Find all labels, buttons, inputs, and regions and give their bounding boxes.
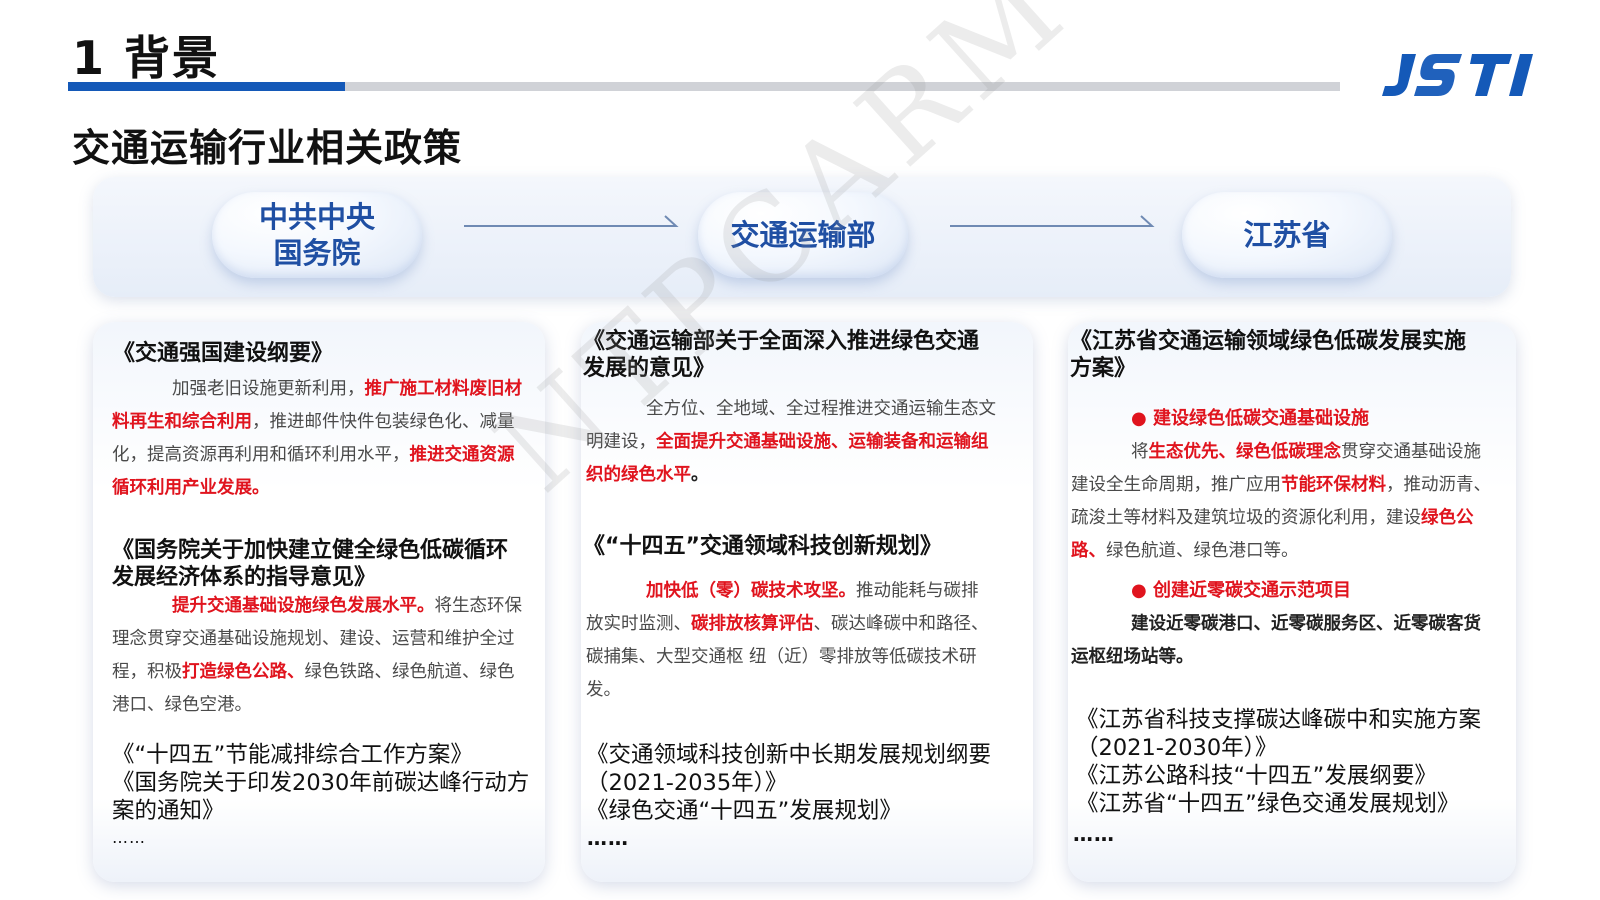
bullet-heading: ● 创建近零碳交通示范项目 [1131, 580, 1351, 601]
org-pill-central-committee: 中共中央国务院 [212, 192, 422, 278]
related-docs-list: 《交通领域科技创新中长期发展规划纲要（2021-2035年）》《绿色交通“十四五… [586, 742, 992, 824]
more-ellipsis: …… [587, 826, 629, 850]
related-docs-list: 《江苏省科技支撑碳达峰碳中和实施方案（2021-2030年）》《江苏公路科技“十… [1076, 707, 1482, 817]
doc-body: 加强老旧设施更新利用，推广施工材料废旧材 料再生和综合利用，推进邮件快件包装绿色… [112, 379, 522, 498]
doc-body: 提升交通基础设施绿色发展水平。将生态环保 理念贯穿交通基础设施规划、建设、运营和… [112, 596, 522, 715]
policy-card-jiangsu [1068, 322, 1516, 882]
doc-title: 《江苏省交通运输领域绿色低碳发展实施方案》 [1070, 329, 1467, 381]
title-underline-accent [68, 82, 345, 91]
doc-title: 《交通运输部关于全面深入推进绿色交通发展的意见》 [583, 329, 980, 381]
org-pill-jiangsu: 江苏省 [1182, 192, 1392, 278]
arrow-right-icon [464, 215, 679, 227]
arrow-right-icon [950, 215, 1155, 227]
doc-body: 将生态优先、绿色低碳理念贯穿交通基础设施 建设全生命周期，推广应用节能环保材料，… [1071, 442, 1491, 561]
org-pill-label: 中共中央 [258, 200, 375, 234]
doc-body: 全方位、全地域、全过程推进交通运输生态文 明建设，全面提升交通基础设施、运输装备… [586, 399, 996, 485]
org-pill-label: 国务院 [273, 236, 361, 270]
doc-body: 加快低（零）碳技术攻坚。推动能耗与碳排 放实时监测、碳排放核算评估、碳达峰碳中和… [586, 581, 989, 700]
page-subtitle: 交通运输行业相关政策 [72, 126, 463, 170]
doc-body: 建设近零碳港口、近零碳服务区、近零碳客货 运枢纽场站等。 [1071, 614, 1481, 667]
section-title: 1 背景 [72, 31, 221, 85]
org-pill-label: 江苏省 [1243, 218, 1331, 252]
bullet-heading: ● 建设绿色低碳交通基础设施 [1131, 408, 1369, 429]
policy-card-ministry [581, 322, 1033, 882]
doc-title: 《“十四五”交通领域科技创新规划》 [583, 534, 942, 559]
related-docs-list: 《“十四五”节能减排综合工作方案》《国务院关于印发2030年前碳达峰行动方案的通… [112, 742, 530, 824]
title-underline [345, 82, 1340, 91]
jsti-logo [1382, 54, 1533, 96]
org-pill-label: 交通运输部 [730, 218, 876, 252]
more-ellipsis: …… [112, 828, 146, 847]
more-ellipsis: …… [1073, 822, 1115, 846]
policy-card-central [93, 322, 545, 882]
doc-title: 《交通强国建设纲要》 [113, 341, 334, 366]
doc-title: 《国务院关于加快建立健全绿色低碳循环发展经济体系的指导意见》 [112, 538, 509, 590]
org-pill-ministry-of-transport: 交通运输部 [698, 192, 908, 278]
